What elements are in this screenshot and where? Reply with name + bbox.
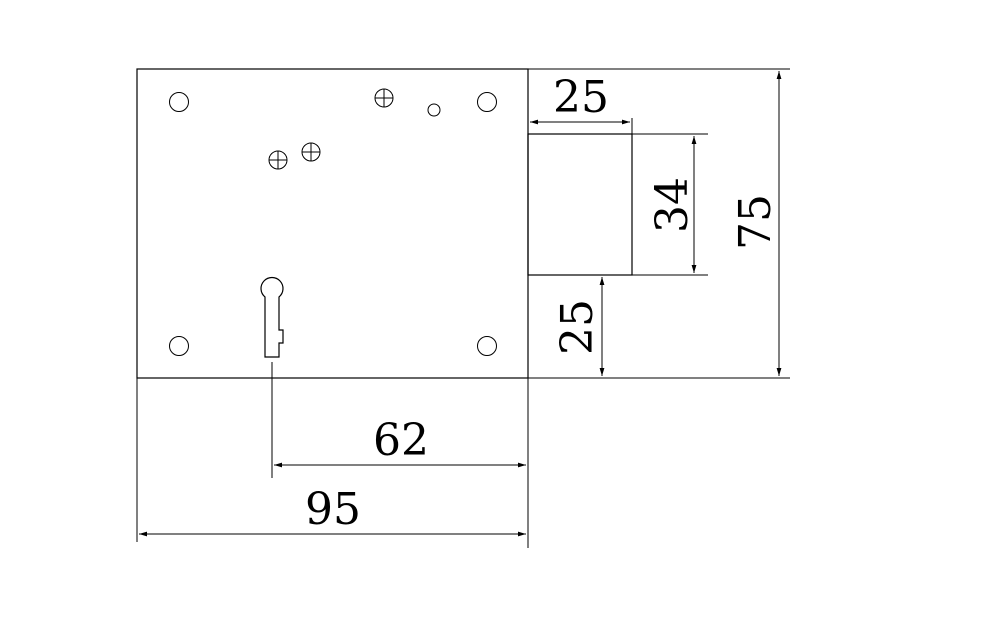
mounting-hole-icon [477, 336, 497, 356]
dim-label-total-height: 75 [730, 194, 781, 250]
dim-label-total-width: 95 [305, 484, 361, 535]
screw-cross-icon [301, 142, 321, 162]
dim-label-bolt-offset: 25 [552, 299, 603, 355]
dim-label-bolt-height: 34 [647, 177, 698, 233]
mounting-hole-icon [169, 92, 189, 112]
lock-body-plate [136, 68, 529, 379]
mounting-hole-icon [477, 92, 497, 112]
dim-label-keyhole-offset: 62 [373, 415, 429, 466]
dim-label-bolt-width: 25 [553, 72, 609, 123]
keyhole-icon [260, 276, 284, 358]
small-hole-icon [427, 103, 441, 117]
screw-cross-icon [268, 150, 288, 170]
screw-cross-icon [374, 88, 394, 108]
mounting-hole-icon [169, 336, 189, 356]
bolt [527, 133, 633, 276]
